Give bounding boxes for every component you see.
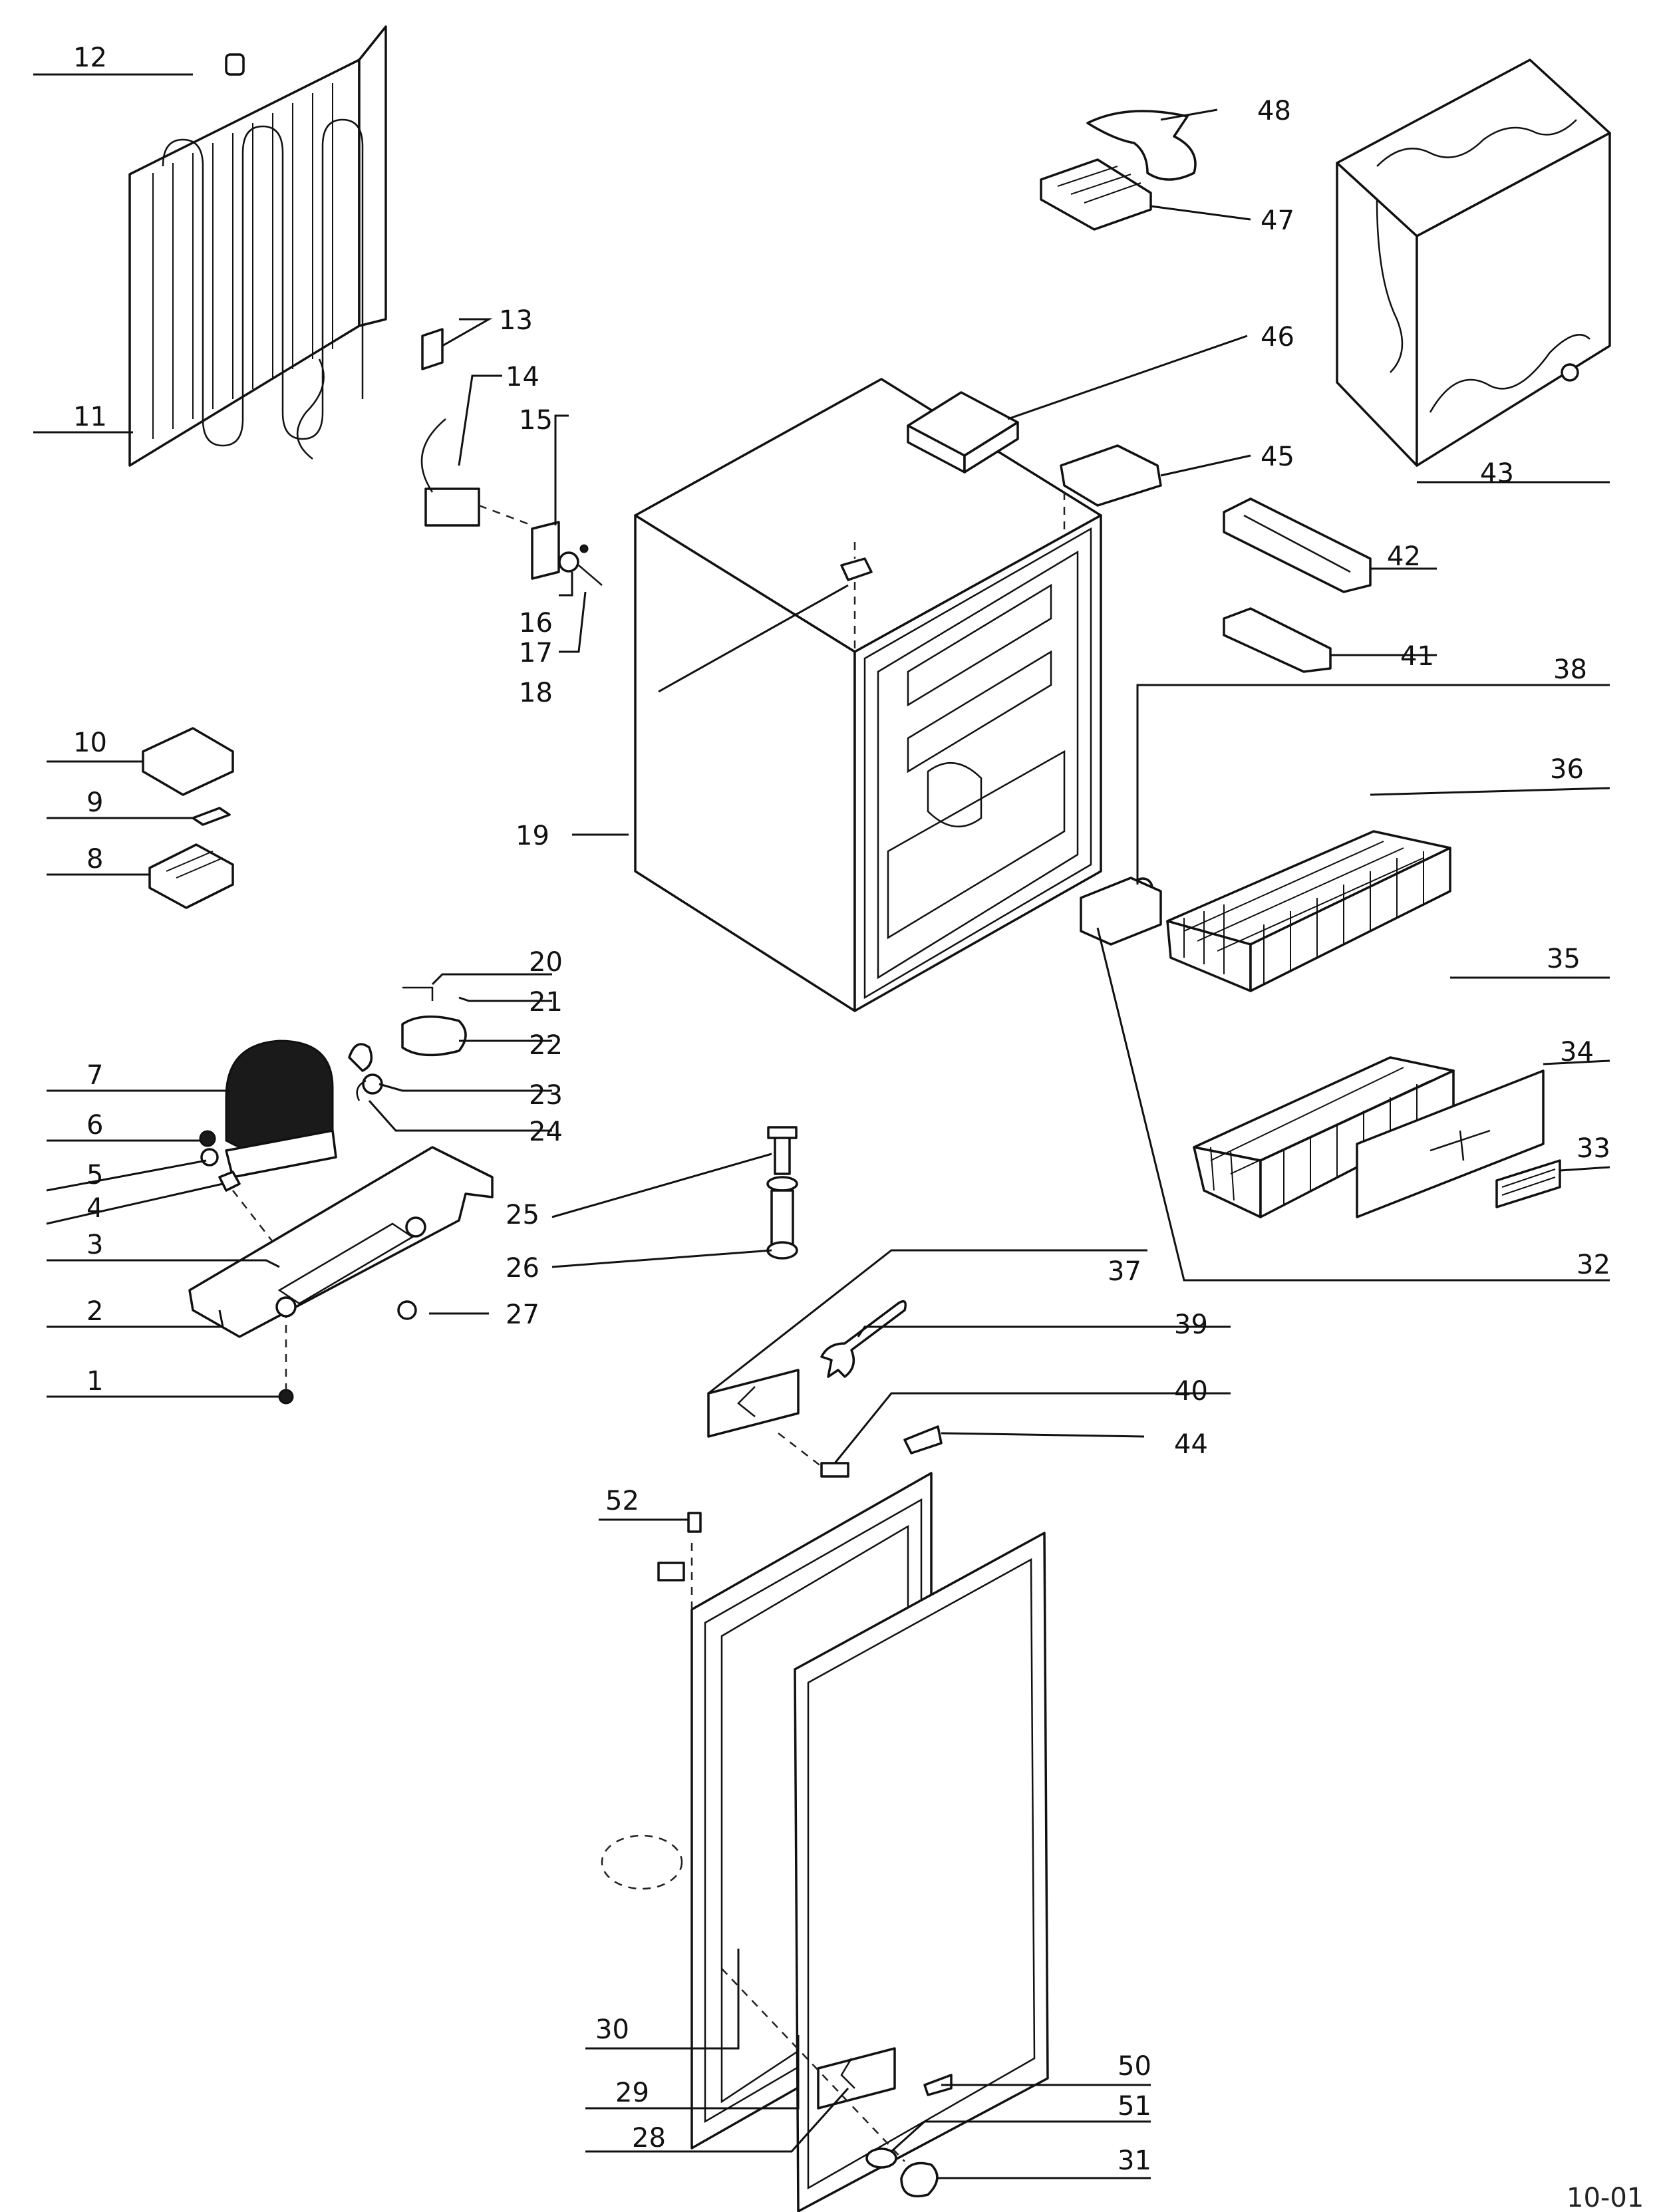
callout-2: 2	[86, 1296, 103, 1327]
part-2-base-plate	[188, 1146, 494, 1338]
part-12-clip	[225, 53, 245, 76]
part-46-control-box	[907, 391, 1019, 474]
part-29-door-gasket	[794, 1532, 1049, 2212]
callout-16: 16	[519, 608, 553, 638]
part-45-hinge	[1060, 444, 1162, 532]
door-hinge-parts	[601, 1834, 953, 2197]
callout-21: 21	[529, 987, 563, 1018]
callout-13: 13	[499, 305, 533, 336]
callout-15: 15	[519, 405, 553, 436]
callout-52: 52	[605, 1486, 639, 1516]
callout-27: 27	[506, 1300, 539, 1330]
callout-32: 32	[1577, 1250, 1610, 1280]
callout-33: 33	[1577, 1133, 1610, 1164]
callout-1: 1	[86, 1366, 103, 1397]
callout-18: 18	[519, 678, 553, 708]
callout-9: 9	[86, 787, 103, 818]
callout-47: 47	[1261, 206, 1294, 236]
callout-45: 45	[1261, 442, 1294, 472]
callout-14: 14	[506, 362, 539, 392]
relay-parts-20-24	[348, 986, 467, 1101]
callout-34: 34	[1560, 1037, 1594, 1067]
callout-48: 48	[1257, 96, 1291, 126]
callout-43: 43	[1480, 458, 1514, 489]
callout-26: 26	[506, 1253, 539, 1284]
part-37-bracket	[707, 1369, 800, 1438]
callout-35: 35	[1547, 944, 1580, 974]
part-10-box	[142, 727, 234, 796]
callout-29: 29	[615, 2078, 649, 2108]
cabinet-drawing	[634, 378, 1102, 1012]
callout-4: 4	[86, 1193, 103, 1224]
corner-mark: 10-01	[1567, 2183, 1644, 2212]
callout-6: 6	[86, 1110, 103, 1141]
part-39-wrench	[820, 1300, 907, 1378]
part-40-screw	[778, 1433, 849, 1478]
callout-41: 41	[1400, 641, 1434, 672]
callout-30: 30	[595, 2014, 629, 2045]
part-34-flap	[1356, 1069, 1545, 1218]
part-7-compressor	[225, 1039, 337, 1178]
part-42-runner	[1223, 497, 1372, 593]
callout-38: 38	[1553, 654, 1587, 685]
thermostat-group-drawing	[420, 328, 603, 586]
callout-42: 42	[1387, 541, 1421, 572]
leader-lines	[33, 73, 1610, 2179]
callout-40: 40	[1174, 1376, 1208, 1407]
callout-17: 17	[519, 638, 553, 668]
callout-44: 44	[1174, 1429, 1208, 1460]
part-44-clip	[903, 1425, 943, 1454]
part-52-screws	[657, 1512, 702, 1582]
callout-8: 8	[86, 844, 103, 875]
part-32-hinge	[1080, 877, 1162, 946]
callout-37: 37	[1108, 1256, 1141, 1287]
part-48-ice-scoop	[1086, 110, 1197, 181]
callout-20: 20	[529, 947, 563, 978]
callout-46: 46	[1261, 322, 1294, 352]
callout-22: 22	[529, 1030, 563, 1061]
part-47-ice-tray	[1040, 158, 1152, 231]
callout-50: 50	[1118, 2051, 1151, 2082]
part-36-basket	[1132, 830, 1451, 992]
callout-28: 28	[632, 2123, 666, 2153]
part-33-label	[1495, 1159, 1561, 1208]
callout-39: 39	[1174, 1310, 1208, 1340]
callout-23: 23	[529, 1080, 563, 1111]
condenser-drawing	[128, 25, 387, 467]
callout-3: 3	[86, 1230, 103, 1260]
callout-19: 19	[516, 821, 549, 851]
part-8-box	[148, 843, 234, 909]
callout-5: 5	[86, 1160, 103, 1190]
callout-24: 24	[529, 1117, 563, 1147]
callout-12: 12	[73, 43, 107, 73]
callout-31: 31	[1118, 2145, 1151, 2176]
callout-7: 7	[86, 1060, 103, 1091]
part-41-runner	[1223, 607, 1332, 673]
callout-51: 51	[1118, 2091, 1151, 2122]
callout-11: 11	[73, 402, 107, 432]
part-43-evaporator	[1336, 59, 1611, 467]
callout-10: 10	[73, 728, 107, 758]
callout-36: 36	[1550, 754, 1584, 785]
callout-25: 25	[506, 1200, 539, 1230]
part-27-nut	[397, 1300, 417, 1320]
feet-drawing	[766, 1126, 798, 1260]
callout-labels: 12 11 13 14 15 16 17 18 19 10 9 8 20 21 …	[73, 43, 1644, 2212]
part-9-bracket	[192, 807, 231, 826]
